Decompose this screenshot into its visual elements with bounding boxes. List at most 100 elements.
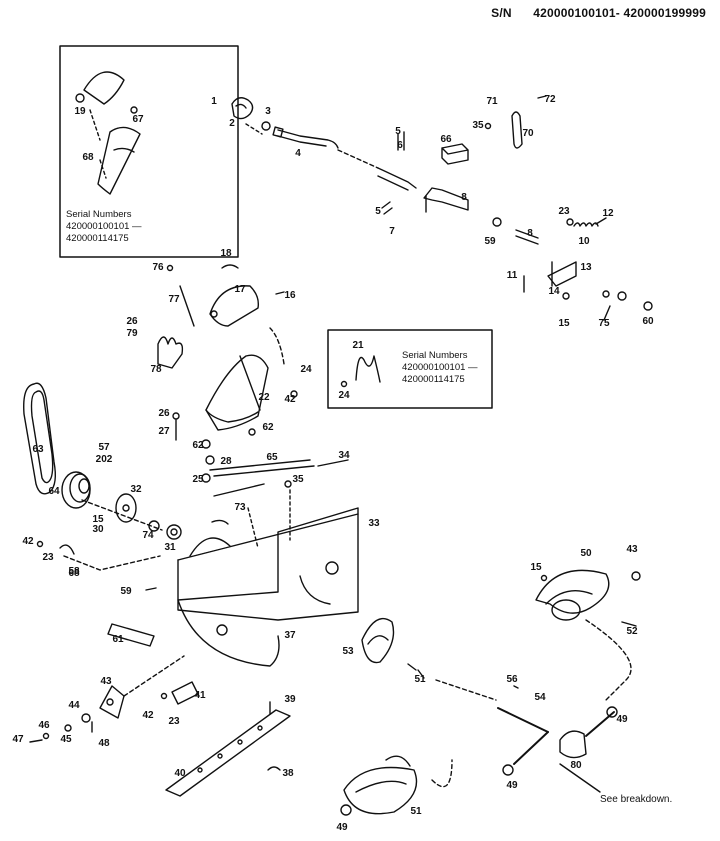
callout-4: 4 — [295, 148, 301, 159]
callout-46: 46 — [38, 720, 50, 731]
deflector-handle-old — [97, 106, 141, 195]
callout-67: 67 — [132, 114, 144, 125]
callout-12: 12 — [602, 208, 614, 219]
chute-bracket-13 — [547, 261, 577, 287]
callout-24a: 24 — [300, 364, 312, 375]
callout-35b: 35 — [472, 120, 484, 131]
pin-56 — [513, 685, 519, 689]
callout-42c: 42 — [284, 394, 296, 405]
callout-32: 32 — [130, 484, 142, 495]
bearing-74 — [148, 520, 160, 532]
callout-202: 202 — [95, 454, 113, 465]
callout-61: 61 — [112, 634, 124, 645]
callout-47: 47 — [12, 734, 24, 745]
skid-73 — [213, 483, 265, 497]
bearing-31 — [166, 524, 182, 540]
callout-23a: 23 — [42, 552, 54, 563]
see-breakdown-leader — [559, 763, 601, 793]
strip-34 — [317, 459, 349, 467]
inset-left-text: Serial Numbers 420000100101 — 4200001141… — [66, 209, 142, 245]
serial-number-header: S/N 420000100101- 420000199999 — [491, 6, 706, 20]
callout-49b: 49 — [506, 780, 518, 791]
callout-25: 25 — [192, 474, 204, 485]
clip-18 — [221, 264, 239, 269]
callout-35a: 35 — [292, 474, 304, 485]
nut-45 — [64, 724, 72, 732]
gearbox-80 — [497, 707, 615, 765]
crank-washer — [261, 121, 271, 131]
callout-79: 79 — [126, 328, 138, 339]
bolt-52 — [621, 621, 637, 627]
callout-45: 45 — [60, 734, 72, 745]
callout-34: 34 — [338, 450, 350, 461]
callout-27: 27 — [158, 426, 170, 437]
callout-5b: 5 — [375, 206, 381, 217]
screw-42-left — [36, 540, 44, 548]
callout-42a: 42 — [22, 536, 34, 547]
callout-6: 6 — [397, 140, 403, 151]
nut-60 — [643, 301, 653, 311]
bearing-44 — [81, 713, 91, 723]
nut-62a — [248, 428, 256, 436]
callout-51a: 51 — [414, 674, 426, 685]
washer-26 — [172, 412, 180, 420]
callout-51b: 51 — [410, 806, 422, 817]
callout-75: 75 — [598, 318, 610, 329]
callout-3: 3 — [265, 106, 271, 117]
callout-5a: 5 — [395, 126, 401, 137]
flange-32 — [115, 493, 137, 523]
inset-right-line1: 420000100101 — — [402, 362, 478, 373]
pin-8b — [515, 229, 539, 245]
bracket-41 — [171, 681, 199, 705]
callout-57: 57 — [98, 442, 110, 453]
callout-15c: 15 — [530, 562, 542, 573]
screw-35-top — [484, 122, 492, 130]
callout-62b: 62 — [192, 440, 204, 451]
callout-63: 63 — [32, 444, 44, 455]
callout-60: 60 — [642, 316, 654, 327]
nut-43-right — [631, 571, 641, 581]
callout-58: 58 — [68, 566, 80, 577]
bushing-66 — [441, 143, 469, 165]
callout-59a: 59 — [484, 236, 496, 247]
callout-11: 11 — [506, 270, 518, 281]
callout-77: 77 — [168, 294, 180, 305]
inset-left-line2: 420000114175 — [66, 233, 129, 244]
nut-76 — [166, 264, 174, 272]
spacer-51 — [407, 663, 425, 679]
callout-30: 30 — [92, 524, 104, 535]
pin-5b — [381, 201, 393, 215]
callout-44: 44 — [68, 700, 80, 711]
washer-59-top — [492, 217, 502, 227]
pin-16 — [275, 291, 285, 295]
spring-10 — [566, 218, 599, 227]
callout-42b: 42 — [142, 710, 154, 721]
callout-33: 33 — [368, 518, 380, 529]
callout-38: 38 — [282, 768, 294, 779]
callout-8a: 8 — [461, 192, 467, 203]
chute-deflector-old — [75, 71, 125, 105]
callout-74: 74 — [142, 530, 154, 541]
bolt-72 — [537, 95, 547, 99]
inset-right-text: Serial Numbers 420000100101 — 4200001141… — [402, 350, 478, 386]
callout-72: 72 — [544, 94, 556, 105]
callout-31: 31 — [164, 542, 176, 553]
bearing-flange-43 — [99, 685, 125, 719]
auger-left-51 — [343, 755, 418, 815]
callout-22: 22 — [258, 392, 270, 403]
callout-64: 64 — [48, 486, 60, 497]
bolt-47 — [29, 739, 43, 743]
callout-59b: 59 — [120, 586, 132, 597]
spring-21 — [355, 355, 381, 383]
washer-14 — [562, 292, 570, 300]
rod-75 — [603, 305, 611, 321]
callout-68b: 68 — [68, 568, 80, 579]
bracket-58 — [59, 544, 75, 555]
nut-24-inset — [340, 380, 348, 388]
screw-23-lower — [160, 692, 168, 700]
serial-range: 420000100101- 420000199999 — [533, 6, 706, 20]
crank-bracket — [423, 187, 469, 213]
callout-1: 1 — [211, 96, 217, 107]
